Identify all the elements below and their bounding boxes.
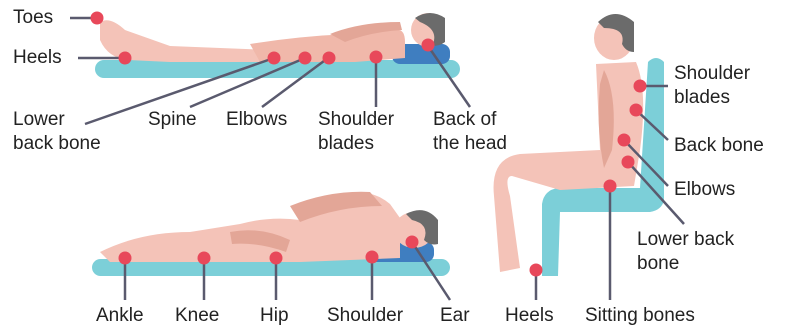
label-sitting-bones: Sitting bones	[585, 304, 695, 328]
marker-ankle	[119, 252, 132, 265]
label-knee: Knee	[175, 304, 219, 328]
marker-sitting-bones	[604, 180, 617, 193]
marker-heels-supine	[119, 52, 132, 65]
marker-back-bone	[630, 104, 643, 117]
side-lying-figure	[92, 192, 450, 276]
label-shoulder: Shoulder	[327, 304, 403, 328]
marker-elbows-supine	[323, 52, 336, 65]
label-lower-back-bone-supine: Lower back bone	[13, 108, 101, 156]
label-elbows-supine: Elbows	[226, 108, 287, 132]
label-shoulder-blades-sitting: Shoulder blades	[674, 62, 750, 110]
label-heels-sitting: Heels	[505, 304, 554, 328]
label-heels-supine: Heels	[13, 46, 62, 70]
label-hip: Hip	[260, 304, 289, 328]
marker-heels-sitting	[530, 264, 543, 277]
marker-spine	[299, 52, 312, 65]
marker-hip	[270, 252, 283, 265]
marker-toes	[91, 12, 104, 25]
label-lower-back-bone-sitting: Lower back bone	[637, 228, 734, 276]
supine-figure	[95, 13, 460, 78]
marker-knee	[198, 252, 211, 265]
marker-shoulder-blades-sitting	[634, 80, 647, 93]
marker-shoulder	[366, 251, 379, 264]
label-back-bone: Back bone	[674, 134, 764, 158]
label-toes: Toes	[13, 6, 53, 30]
marker-back-of-head	[422, 39, 435, 52]
label-shoulder-blades-supine: Shoulder blades	[318, 108, 394, 156]
label-back-of-head: Back of the head	[433, 108, 507, 156]
label-ankle: Ankle	[96, 304, 144, 328]
label-elbows-sitting: Elbows	[674, 178, 735, 202]
label-spine: Spine	[148, 108, 197, 132]
marker-shoulder-blades-supine	[370, 51, 383, 64]
marker-lower-back-supine	[268, 52, 281, 65]
marker-ear	[406, 236, 419, 249]
marker-elbows-sitting	[618, 134, 631, 147]
marker-lower-back-sitting	[622, 156, 635, 169]
label-ear: Ear	[440, 304, 470, 328]
